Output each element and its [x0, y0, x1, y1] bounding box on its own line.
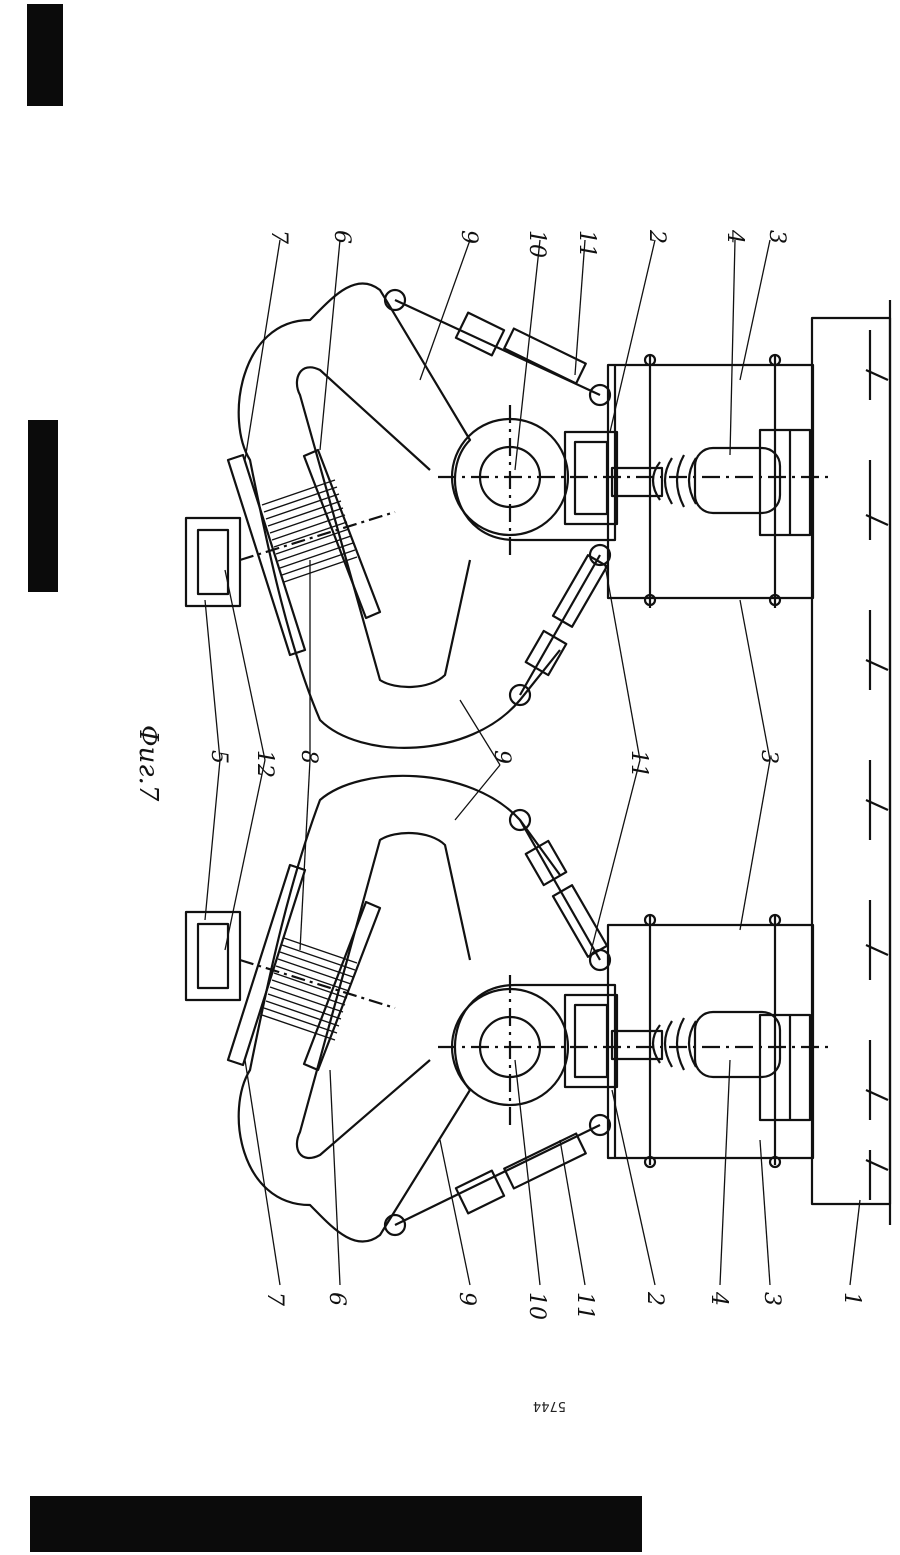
- label-4-bottom: 4: [706, 1291, 731, 1306]
- figure-caption: Фиг.7: [133, 725, 163, 802]
- page-number: 5744: [533, 1398, 566, 1413]
- label-9-top: 9: [456, 230, 481, 244]
- label-3-top: 3: [764, 230, 789, 244]
- label-10-bottom: 10: [524, 1292, 549, 1320]
- label-9-bottom: 9: [454, 1292, 479, 1306]
- label-5: 5: [206, 750, 231, 764]
- label-3-mid: 3: [756, 750, 781, 764]
- label-9-mid: 9: [489, 750, 514, 764]
- column-upper: [608, 355, 813, 608]
- label-11-bottom: 11: [572, 1292, 597, 1320]
- label-1: 1: [839, 1292, 864, 1306]
- base-plate: [812, 300, 890, 1225]
- label-6-top: 6: [329, 230, 354, 244]
- label-12: 12: [252, 750, 277, 778]
- strut-upper-right: [510, 545, 610, 705]
- label-7-bottom: 7: [262, 1292, 287, 1306]
- label-10-top: 10: [524, 230, 549, 258]
- label-2-bottom: 2: [642, 1291, 667, 1306]
- strut-lower-right: [385, 1115, 610, 1235]
- cylinder-lower: [565, 995, 780, 1087]
- label-2-top: 2: [644, 229, 669, 244]
- label-4-top: 4: [722, 229, 747, 244]
- label-6-bottom: 6: [324, 1292, 349, 1306]
- label-8: 8: [296, 750, 321, 764]
- reference-labels: 3 4 2 11 10 9 6 7 3 11 9 8 12 5 Фиг.7 1 …: [133, 229, 864, 1413]
- strut-upper-left: [385, 290, 610, 405]
- label-7-top: 7: [266, 230, 291, 244]
- label-11-top: 11: [574, 230, 599, 258]
- label-3-bottom: 3: [759, 1292, 784, 1306]
- label-11-mid: 11: [626, 750, 651, 778]
- strut-lower-left: [510, 810, 610, 970]
- column-lower: [608, 915, 813, 1167]
